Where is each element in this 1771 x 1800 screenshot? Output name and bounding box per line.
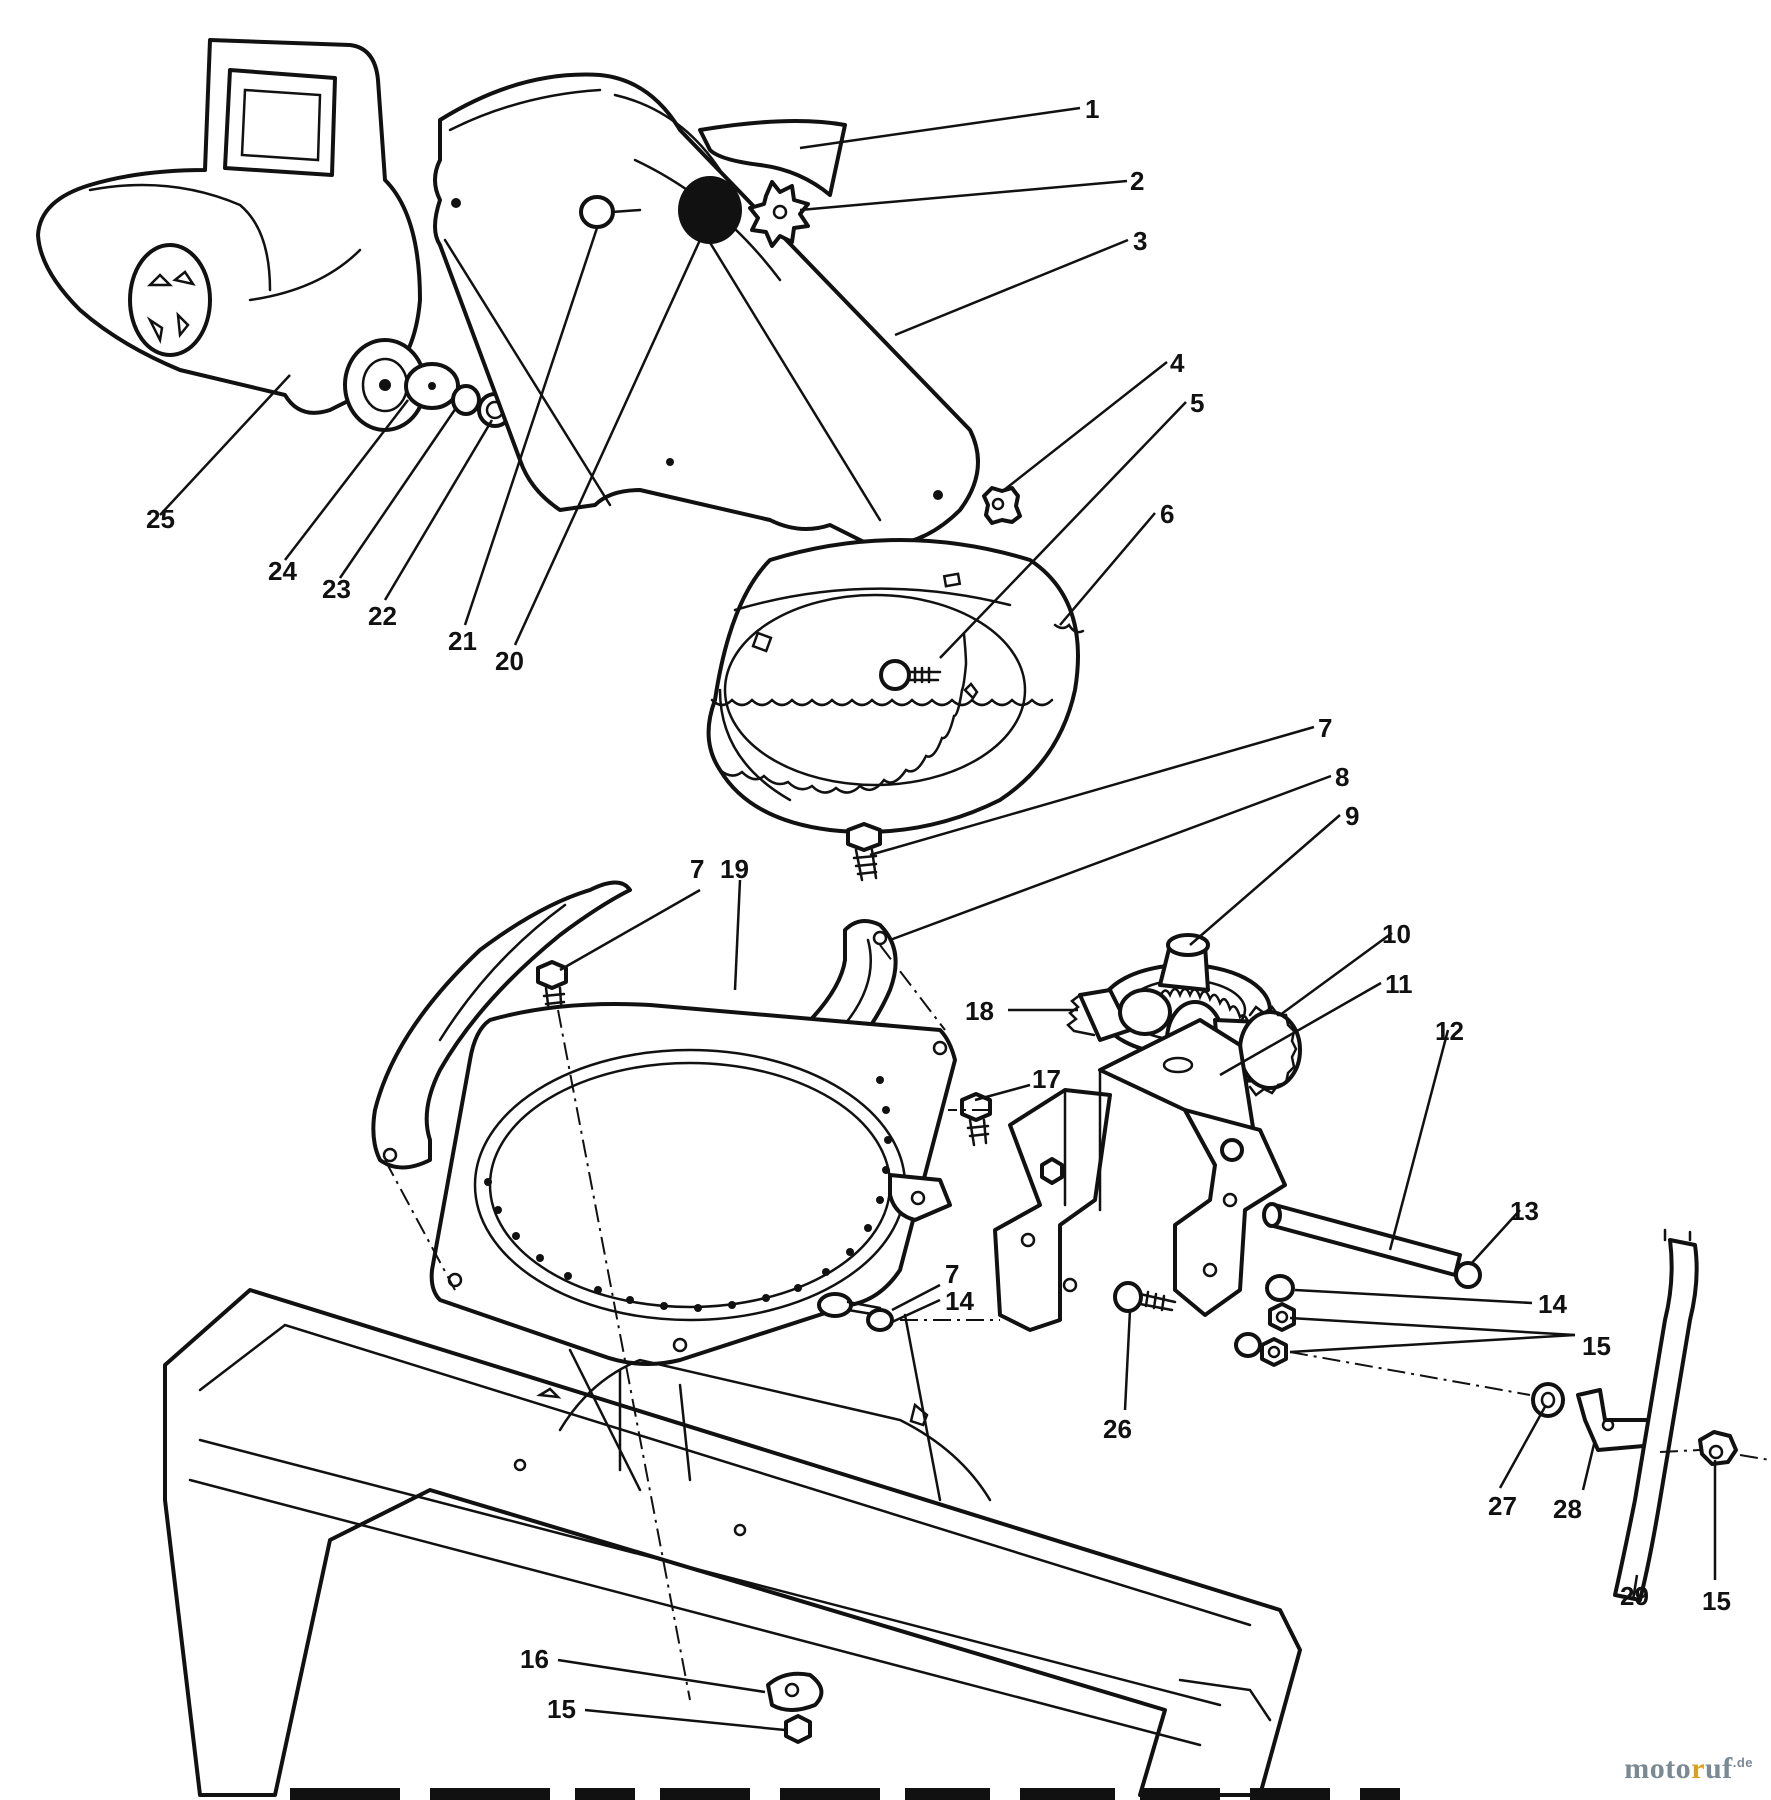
callout-18: 18: [965, 996, 994, 1026]
callout-6: 6: [1160, 499, 1174, 529]
callout-25: 25: [146, 504, 175, 534]
part-29-crank-rod: [1613, 1228, 1699, 1602]
part-5-bolt: [879, 659, 942, 691]
callout-7-top: 7: [1318, 713, 1332, 743]
callout-15-right: 15: [1582, 1331, 1611, 1361]
callout-10: 10: [1382, 919, 1411, 949]
callout-3: 3: [1133, 226, 1147, 256]
callout-8: 8: [1335, 762, 1349, 792]
part-15-nut-bottom: [784, 1714, 812, 1744]
part-15-nut-far-right: [1698, 1430, 1738, 1466]
part-12-shaft: [1262, 1202, 1462, 1277]
callout-11: 11: [1385, 969, 1413, 999]
callout-29: 29: [1620, 1581, 1649, 1611]
part-15-nut-right-lower: [1260, 1337, 1288, 1367]
watermark-logo: motoruf.de: [1624, 1752, 1753, 1786]
callout-16: 16: [520, 1644, 549, 1674]
callout-7-left: 7: [690, 854, 704, 884]
leader-lines: [159, 106, 1717, 1732]
callout-2: 2: [1130, 166, 1144, 196]
part-25-deflector-housing: [36, 38, 427, 432]
part-1-decal: [698, 119, 847, 197]
part-27-washer: [1531, 1382, 1565, 1418]
plate-hole-row: [484, 1076, 892, 1312]
part-26-bolt: [1113, 1281, 1177, 1313]
part-blower-housing: [163, 1288, 1302, 1797]
callout-9: 9: [1345, 801, 1359, 831]
part-15-washer-lower: [1234, 1332, 1262, 1358]
part-chute-base-plate: [429, 1002, 957, 1366]
part-23-washer: [451, 384, 481, 416]
part-11-bracket: [993, 1018, 1287, 1332]
assembly-lines: [384, 944, 1771, 1701]
part-17-hex-bolt: [960, 1092, 992, 1147]
part-3-discharge-chute: [433, 72, 980, 548]
callout-23: 23: [322, 574, 351, 604]
part-15-nut-right-upper: [1268, 1302, 1296, 1332]
callout-14-right: 14: [1538, 1289, 1567, 1319]
callout-4: 4: [1170, 348, 1185, 378]
part-20-cap: [678, 176, 742, 244]
callout-labels: 1 2 3 4 5 6 7 8 9 10 11 12 13 14 15 16 1…: [146, 94, 1731, 1724]
part-13-cap: [1454, 1261, 1482, 1289]
watermark-text-4: .de: [1732, 1755, 1753, 1770]
callout-17: 17: [1032, 1064, 1061, 1094]
callout-24: 24: [268, 556, 297, 586]
callout-13: 13: [1510, 1196, 1539, 1226]
part-18-pinion-gear: [1066, 988, 1172, 1042]
part-14-washer-right: [1265, 1274, 1295, 1302]
part-16-washer: [766, 1671, 824, 1712]
part-bracket-nut: [1040, 1157, 1064, 1185]
part-plate-tab: [888, 1173, 952, 1222]
callout-26: 26: [1103, 1414, 1132, 1444]
callout-27: 27: [1488, 1491, 1517, 1521]
watermark-text-3: uf: [1705, 1752, 1733, 1785]
part-7-14-small-hardware: [817, 1292, 894, 1332]
part-19-guide-strip: [371, 880, 632, 1170]
callout-28: 28: [1553, 1494, 1582, 1524]
watermark-text-2: r: [1691, 1752, 1706, 1785]
callout-14-center: 14: [945, 1286, 974, 1316]
part-21-bolt: [579, 195, 642, 229]
callout-15-bottom: 15: [547, 1694, 576, 1724]
callout-7-center: 7: [945, 1259, 959, 1289]
callout-20: 20: [495, 646, 524, 676]
cropped-caption-strip: [290, 1788, 1400, 1800]
callout-12: 12: [1435, 1016, 1464, 1046]
part-8-hex-bolt: [846, 822, 882, 882]
watermark-text-1: moto: [1624, 1752, 1692, 1785]
part-2-star-washer: [748, 180, 810, 248]
part-4-nut: [982, 486, 1022, 525]
callout-15-far-right: 15: [1702, 1586, 1731, 1616]
callout-5: 5: [1190, 388, 1204, 418]
callout-1: 1: [1085, 94, 1099, 124]
callout-22: 22: [368, 601, 397, 631]
callout-21: 21: [448, 626, 477, 656]
callout-19: 19: [720, 854, 749, 884]
part-24-washer: [404, 362, 460, 410]
